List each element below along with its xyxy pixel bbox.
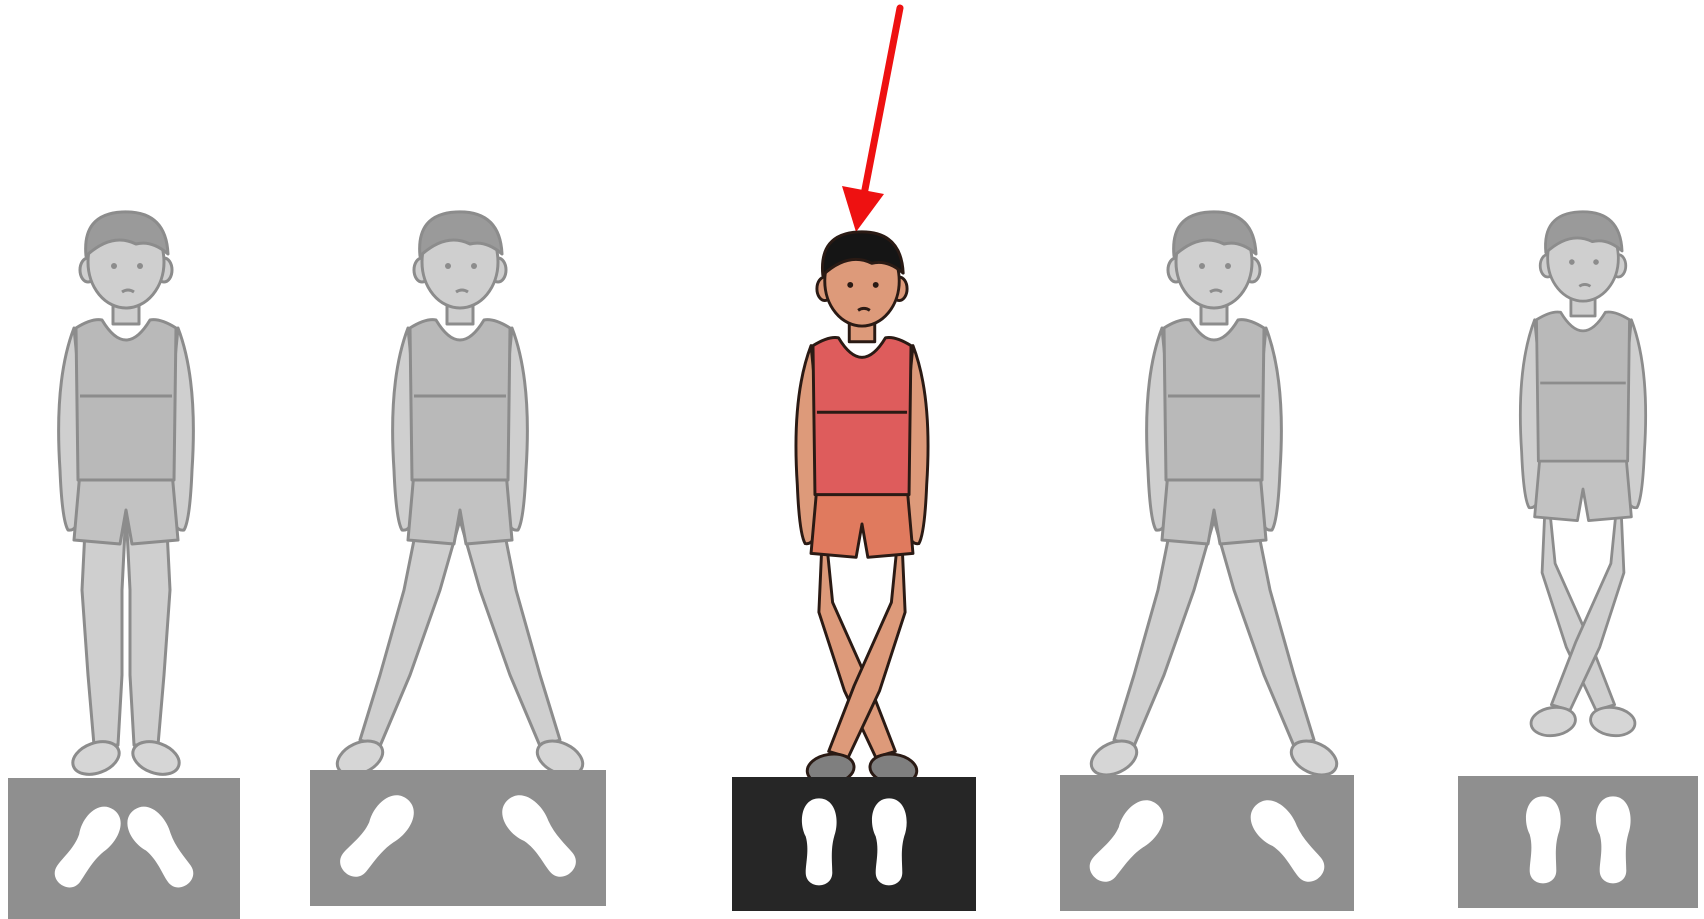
faded-figure <box>332 212 588 782</box>
shorts <box>1162 472 1266 544</box>
faded-figure <box>59 212 194 780</box>
tank-top <box>1164 320 1264 480</box>
right-footprint-icon <box>1596 796 1631 883</box>
faded-figure <box>1520 212 1645 739</box>
left-eye <box>445 263 451 269</box>
footprint-panel-background <box>1458 776 1698 908</box>
right-eye <box>1225 263 1231 269</box>
shorts <box>408 472 512 544</box>
legs <box>68 510 183 780</box>
legs <box>332 510 588 782</box>
left-eye <box>847 282 853 288</box>
shorts <box>811 487 913 558</box>
right-leg <box>460 510 560 746</box>
right-leg <box>1214 510 1314 746</box>
right-eye <box>137 263 143 269</box>
right-eye <box>1593 259 1599 265</box>
left-leg <box>360 510 460 746</box>
right-eye <box>471 263 477 269</box>
left-eye <box>111 263 117 269</box>
left-eye <box>1199 263 1205 269</box>
footprint-panel <box>1060 775 1354 911</box>
left-footprint-icon <box>1526 796 1561 883</box>
tank-top <box>410 320 510 480</box>
footprint-panel-background <box>310 770 606 906</box>
footprint-panel <box>8 778 240 919</box>
legs <box>805 524 918 787</box>
right-eye <box>873 282 879 288</box>
faded-figure <box>1086 212 1342 782</box>
left-eye <box>1569 259 1575 265</box>
tank-top <box>813 337 911 494</box>
footprint-row <box>8 770 1698 919</box>
highlighted-figure <box>796 232 928 787</box>
footprint-panel-background <box>8 778 240 919</box>
footprint-panel-background <box>732 777 976 911</box>
left-shoe <box>1529 705 1577 739</box>
left-footprint-icon <box>802 798 837 885</box>
right-shoe <box>1589 705 1637 739</box>
left-leg <box>1114 510 1214 746</box>
figure-row <box>59 212 1646 787</box>
shorts <box>1535 454 1632 521</box>
footprint-panel-background <box>1060 775 1354 911</box>
footprint-panel-highlighted <box>732 777 976 911</box>
arrow-down-icon <box>842 8 900 232</box>
right-footprint-icon <box>872 798 907 885</box>
tank-top <box>1537 312 1630 461</box>
legs <box>1529 489 1637 738</box>
footprint-panel <box>310 770 606 906</box>
legs <box>1086 510 1342 782</box>
tank-top <box>76 320 176 480</box>
footprint-panel <box>1458 776 1698 908</box>
